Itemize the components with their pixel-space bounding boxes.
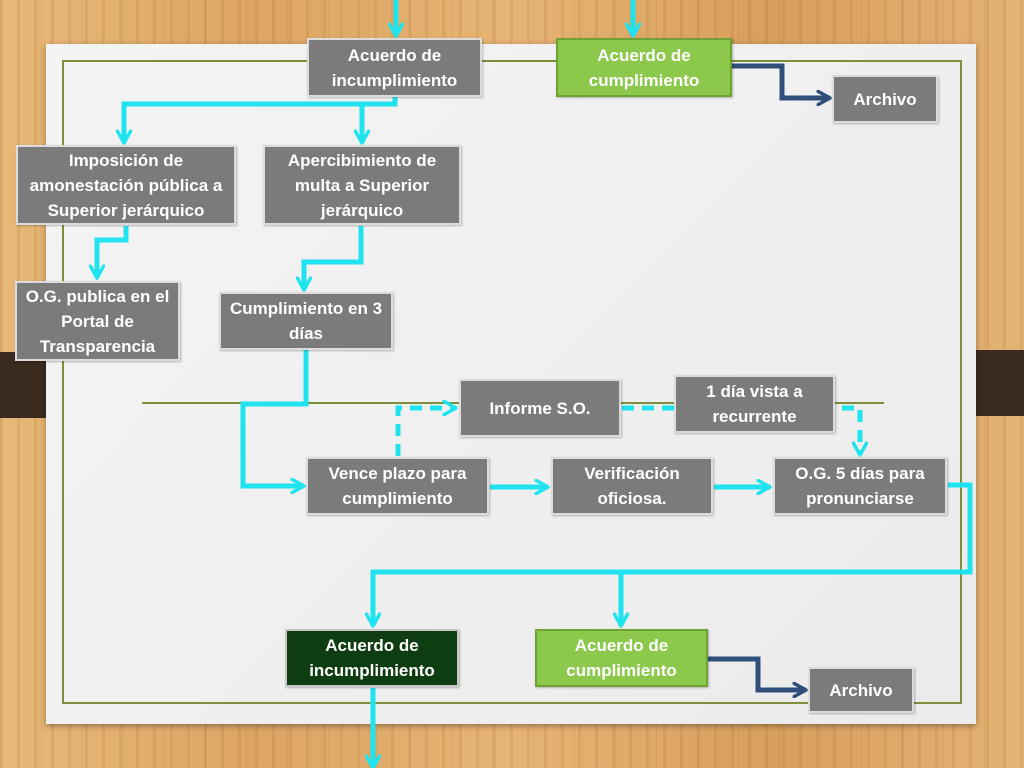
dashed-to-informe	[395, 408, 456, 456]
top-incumplimiento-box: Acuerdo de incumplimiento	[307, 38, 482, 97]
arrow-og5-to-bottom	[373, 482, 973, 626]
vence-plazo-box: Vence plazo para cumplimiento	[306, 457, 489, 515]
imposicion-box: Imposición de amonestación pública a Sup…	[16, 145, 236, 225]
top-incumplimiento-label: Acuerdo de incumplimiento	[331, 45, 458, 90]
top-cumplimiento-label: Acuerdo de cumplimiento	[588, 45, 700, 90]
bottom-cumplimiento-label: Acuerdo de cumplimiento	[566, 636, 677, 680]
og-publica-box: O.G. publica en el Portal de Transparenc…	[15, 281, 180, 361]
arrow-to-vence-plazo	[240, 350, 309, 486]
top-archivo-label: Archivo	[853, 89, 917, 109]
bottom-cumplimiento-box: Acuerdo de cumplimiento	[535, 629, 708, 687]
og-publica-label: O.G. publica en el Portal de Transparenc…	[25, 286, 170, 356]
arrow-to-cumplimiento-3dias	[304, 226, 364, 290]
bottom-archivo-box: Archivo	[808, 667, 914, 713]
arrow-top-to-archivo	[732, 63, 830, 98]
top-archivo-box: Archivo	[832, 75, 938, 123]
og-5dias-label: O.G. 5 días para pronunciarse	[795, 464, 925, 508]
apercibimiento-label: Apercibimiento de multa a Superior jerár…	[287, 150, 437, 220]
verificacion-box: Verificación oficiosa.	[551, 457, 713, 515]
arrow-bottom-to-archivo	[708, 656, 806, 690]
top-cumplimiento-box: Acuerdo de cumplimiento	[556, 38, 732, 97]
dia-vista-label: 1 día vista a recurrente	[706, 382, 803, 426]
bottom-incumplimiento-label: Acuerdo de incumplimiento	[309, 636, 435, 680]
bottom-archivo-label: Archivo	[829, 680, 893, 700]
imposicion-label: Imposición de amonestación pública a Sup…	[29, 150, 223, 220]
og-5dias-box: O.G. 5 días para pronunciarse	[773, 457, 947, 515]
bottom-incumplimiento-box: Acuerdo de incumplimiento	[285, 629, 459, 687]
arrow-to-og-publica	[97, 226, 129, 278]
dashed-informe-to-og5	[622, 405, 860, 455]
verificacion-label: Verificación oficiosa.	[584, 464, 680, 508]
apercibimiento-box: Apercibimiento de multa a Superior jerár…	[263, 145, 461, 225]
informe-so-label: Informe S.O.	[489, 398, 591, 418]
arrow-to-imposicion	[124, 96, 398, 143]
dia-vista-box: 1 día vista a recurrente	[674, 375, 835, 433]
informe-so-box: Informe S.O.	[459, 379, 621, 437]
vence-plazo-label: Vence plazo para cumplimiento	[328, 464, 467, 508]
cumplimiento-3dias-label: Cumplimiento en 3 días	[229, 299, 383, 343]
cumplimiento-3dias-box: Cumplimiento en 3 días	[219, 292, 393, 350]
slide-frame	[62, 60, 962, 704]
